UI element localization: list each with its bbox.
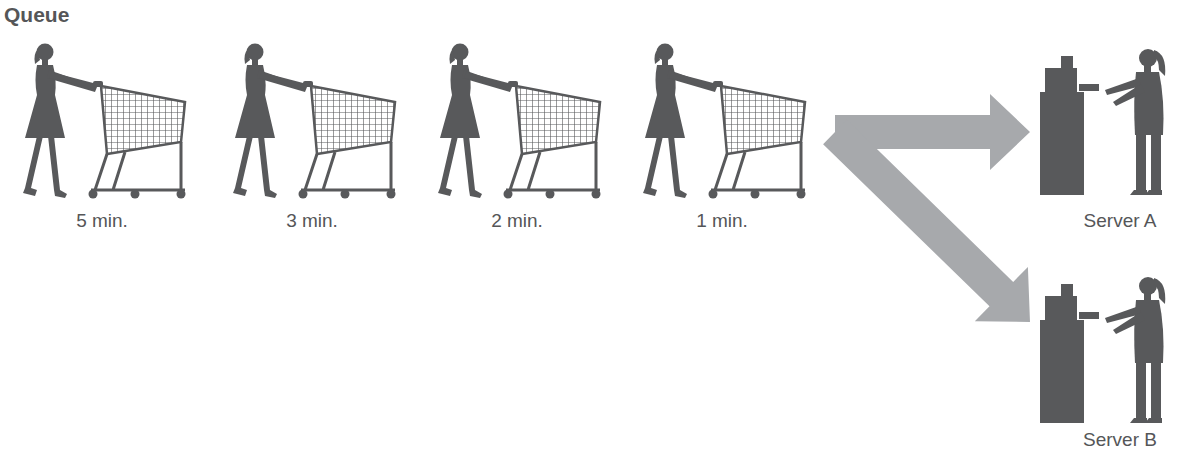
shopper-figure xyxy=(233,44,396,199)
shopper-figure xyxy=(643,44,806,199)
server-label: Server A xyxy=(1068,210,1172,232)
server-box: Server A xyxy=(1030,40,1176,232)
server-box: Server B xyxy=(1030,265,1176,451)
shopper-box: 3 min. xyxy=(225,40,425,232)
server-label: Server B xyxy=(1068,429,1172,451)
cashier-figure xyxy=(1040,277,1165,423)
shopper-box: 2 min. xyxy=(430,40,630,232)
wait-time-label: 1 min. xyxy=(635,210,809,232)
flow-arrow xyxy=(823,120,1030,322)
wait-time-label: 5 min. xyxy=(15,210,189,232)
wait-time-label: 3 min. xyxy=(225,210,399,232)
diagram-title: Queue xyxy=(4,3,69,27)
wait-time-label: 2 min. xyxy=(430,210,604,232)
shopper-box: 1 min. xyxy=(635,40,835,232)
cashier-figure xyxy=(1040,49,1165,195)
shopper-box: 5 min. xyxy=(15,40,215,232)
shopper-figure xyxy=(438,44,601,199)
shopper-figure xyxy=(23,44,186,199)
